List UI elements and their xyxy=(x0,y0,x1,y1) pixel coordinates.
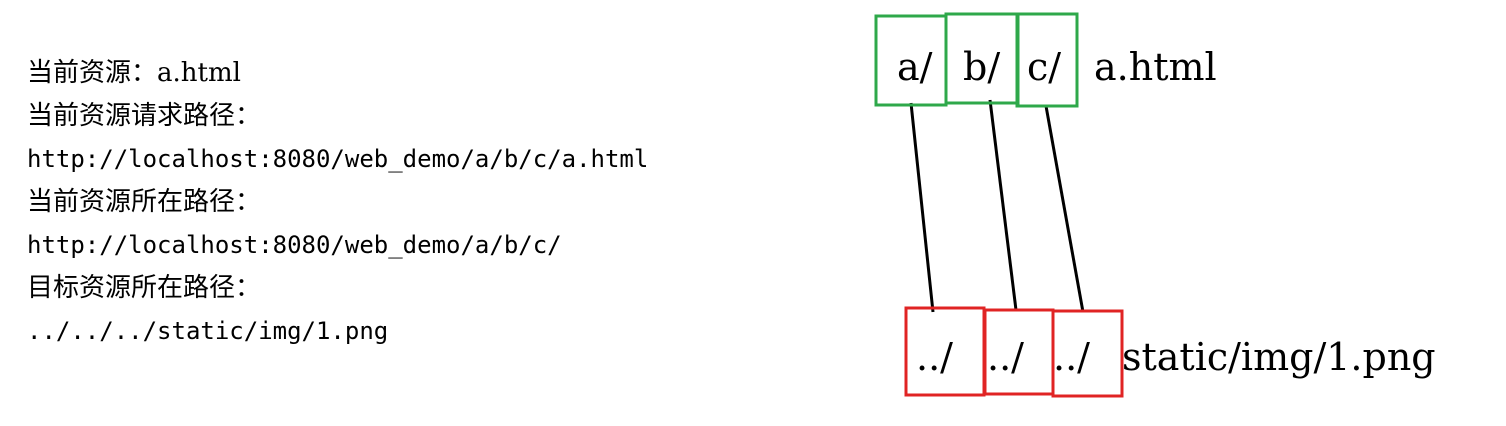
target-rest-path: static/img/1.png xyxy=(1122,335,1436,379)
target-relative-path: ../../../static/img/1.png xyxy=(27,317,389,345)
current-dir-label: 当前资源所在路径： xyxy=(27,187,262,217)
source-segment-a: a/ xyxy=(897,45,933,89)
current-request-path-label: 当前资源请求路径： xyxy=(27,101,262,131)
current-dir-path: http://localhost:8080/web_demo/a/b/c/ xyxy=(27,231,562,259)
target-dir-label: 目标资源所在路径： xyxy=(27,273,262,303)
source-segment-c: c/ xyxy=(1027,45,1061,89)
connector-line-a xyxy=(909,102,935,313)
source-segment-b: b/ xyxy=(963,45,1000,89)
target-segment-3: ../ xyxy=(1053,335,1090,379)
target-box-3 xyxy=(1051,309,1124,398)
current-request-path: http://localhost:8080/web_demo/a/b/c/a.h… xyxy=(27,145,649,173)
path-mapping-diagram: a/ b/ c/ a.html ../ ../ ../ static/img/1… xyxy=(860,0,1500,426)
explanation-text: 当前资源：a.html 当前资源请求路径： http://localhost:8… xyxy=(27,52,787,353)
target-segment-2: ../ xyxy=(987,335,1024,379)
current-resource-line: 当前资源：a.html xyxy=(27,58,241,88)
connector-line-b xyxy=(988,99,1018,311)
connector-line-c xyxy=(1044,105,1085,313)
target-segment-1: ../ xyxy=(916,335,953,379)
path-mapping-svg: a/ b/ c/ a.html ../ ../ ../ static/img/1… xyxy=(874,12,1436,398)
source-file: a.html xyxy=(1094,45,1217,89)
source-box-c xyxy=(1015,12,1079,108)
